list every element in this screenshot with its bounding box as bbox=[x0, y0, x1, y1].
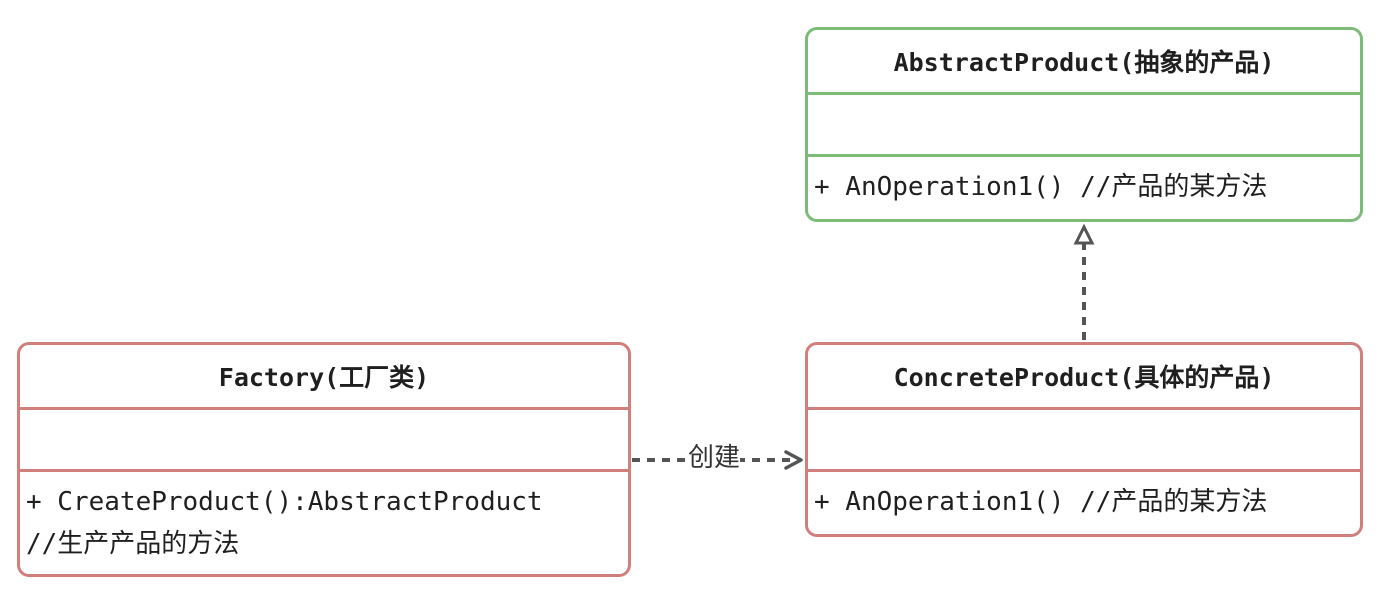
factory-attributes bbox=[20, 407, 628, 472]
concrete-product-attributes bbox=[808, 407, 1360, 472]
abstract-product-attributes bbox=[808, 92, 1360, 157]
realization-arrowhead bbox=[1073, 223, 1095, 245]
factory-method: + CreateProduct():AbstractProduct bbox=[26, 487, 543, 517]
factory-class[interactable]: Factory(工厂类) + CreateProduct():AbstractP… bbox=[17, 342, 631, 577]
concrete-product-class[interactable]: ConcreteProduct(具体的产品) + AnOperation1() … bbox=[805, 342, 1363, 537]
concrete-product-methods: + AnOperation1() //产品的某方法 bbox=[808, 472, 1360, 534]
factory-methods: + CreateProduct():AbstractProduct //生产产品的… bbox=[20, 472, 628, 574]
factory-method-comment: //生产产品的方法 bbox=[26, 529, 240, 559]
abstract-product-class[interactable]: AbstractProduct(抽象的产品) + AnOperation1() … bbox=[805, 27, 1363, 222]
factory-title: Factory(工厂类) bbox=[218, 363, 430, 392]
create-relation-label: 创建 bbox=[688, 440, 741, 476]
concrete-product-method: + AnOperation1() //产品的某方法 bbox=[814, 487, 1268, 517]
abstract-product-methods: + AnOperation1() //产品的某方法 bbox=[808, 157, 1360, 219]
create-dependency-arrowhead bbox=[784, 450, 803, 470]
abstract-product-method: + AnOperation1() //产品的某方法 bbox=[814, 172, 1268, 202]
concrete-product-title: ConcreteProduct(具体的产品) bbox=[893, 363, 1275, 392]
abstract-product-title: AbstractProduct(抽象的产品) bbox=[893, 48, 1275, 77]
